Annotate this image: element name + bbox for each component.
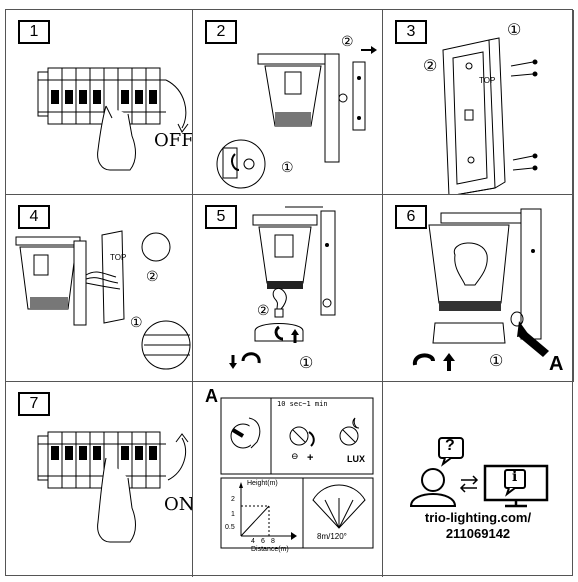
distance-axis-label: Distance(m) [251, 546, 289, 553]
step-number: 4 [18, 205, 50, 229]
step-5-panel: 5 ② ① [193, 195, 383, 382]
instruction-grid: 1 OFF 2 [5, 9, 574, 577]
x-tick-6: 6 [261, 538, 265, 545]
on-label: ON [164, 494, 193, 515]
off-label: OFF [154, 130, 193, 151]
plus-sign: + [307, 452, 314, 464]
y-tick-1: 1 [231, 511, 235, 518]
step-7-panel: 7 ON [6, 382, 193, 577]
sensor-settings-diagram [220, 397, 374, 549]
callout-2: ② [423, 56, 438, 75]
info-icon: i [512, 469, 518, 485]
callout-2: ② [146, 269, 159, 285]
y-tick-05: 0.5 [225, 524, 235, 531]
step-2-panel: 2 ② ① [193, 10, 383, 195]
step-1-panel: 1 OFF [6, 10, 193, 195]
step-4-panel: 4 TOP ② ① [6, 195, 193, 382]
step-6-panel: 6 ① A [383, 195, 574, 382]
step-number: 1 [18, 20, 50, 44]
step-number: 5 [205, 205, 237, 229]
info-panel: ? i trio-lighting.com/ 211069142 [383, 382, 574, 577]
step-number: 6 [395, 205, 427, 229]
callout-2: ② [257, 303, 270, 319]
marker-a: A [549, 353, 564, 375]
remove-mount-illustration [216, 46, 377, 189]
callout-1: ① [299, 353, 314, 372]
callout-2: ② [341, 34, 354, 50]
step-3-panel: 3 ① ② TOP [383, 10, 574, 195]
callout-1: ① [281, 160, 294, 176]
marker-a: A [205, 386, 218, 406]
x-tick-8: 8 [271, 538, 275, 545]
breaker-off-illustration [37, 67, 189, 171]
wiring-illustration [15, 230, 191, 370]
breaker-on-illustration [37, 431, 189, 543]
height-axis-label: Height(m) [247, 480, 278, 487]
step-number: 3 [395, 20, 427, 44]
question-icon: ? [445, 437, 455, 454]
callout-1: ① [130, 315, 143, 331]
support-illustration [409, 437, 549, 508]
minus-sign: ⊖ [291, 452, 299, 462]
callout-1: ① [507, 20, 522, 39]
wall-plate-illustration [442, 37, 538, 194]
detection-range: 8m/120° [317, 532, 347, 541]
callout-1: ① [489, 351, 504, 370]
top-mark: TOP [479, 76, 496, 85]
time-range: 10 sec~1 min [277, 400, 328, 408]
product-code: 211069142 [445, 526, 511, 541]
attach-shade-illustration [412, 208, 549, 371]
step-number: 2 [205, 20, 237, 44]
website-url[interactable]: trio-lighting.com/ [424, 510, 532, 525]
step-number: 7 [18, 392, 50, 416]
lux-label: LUX [347, 454, 365, 464]
insert-bulb-illustration [229, 206, 336, 369]
y-tick-2: 2 [231, 496, 235, 503]
x-tick-4: 4 [251, 538, 255, 545]
sensor-settings-panel: A 10 sec~1 min + [193, 382, 383, 577]
top-mark: TOP [110, 253, 127, 262]
